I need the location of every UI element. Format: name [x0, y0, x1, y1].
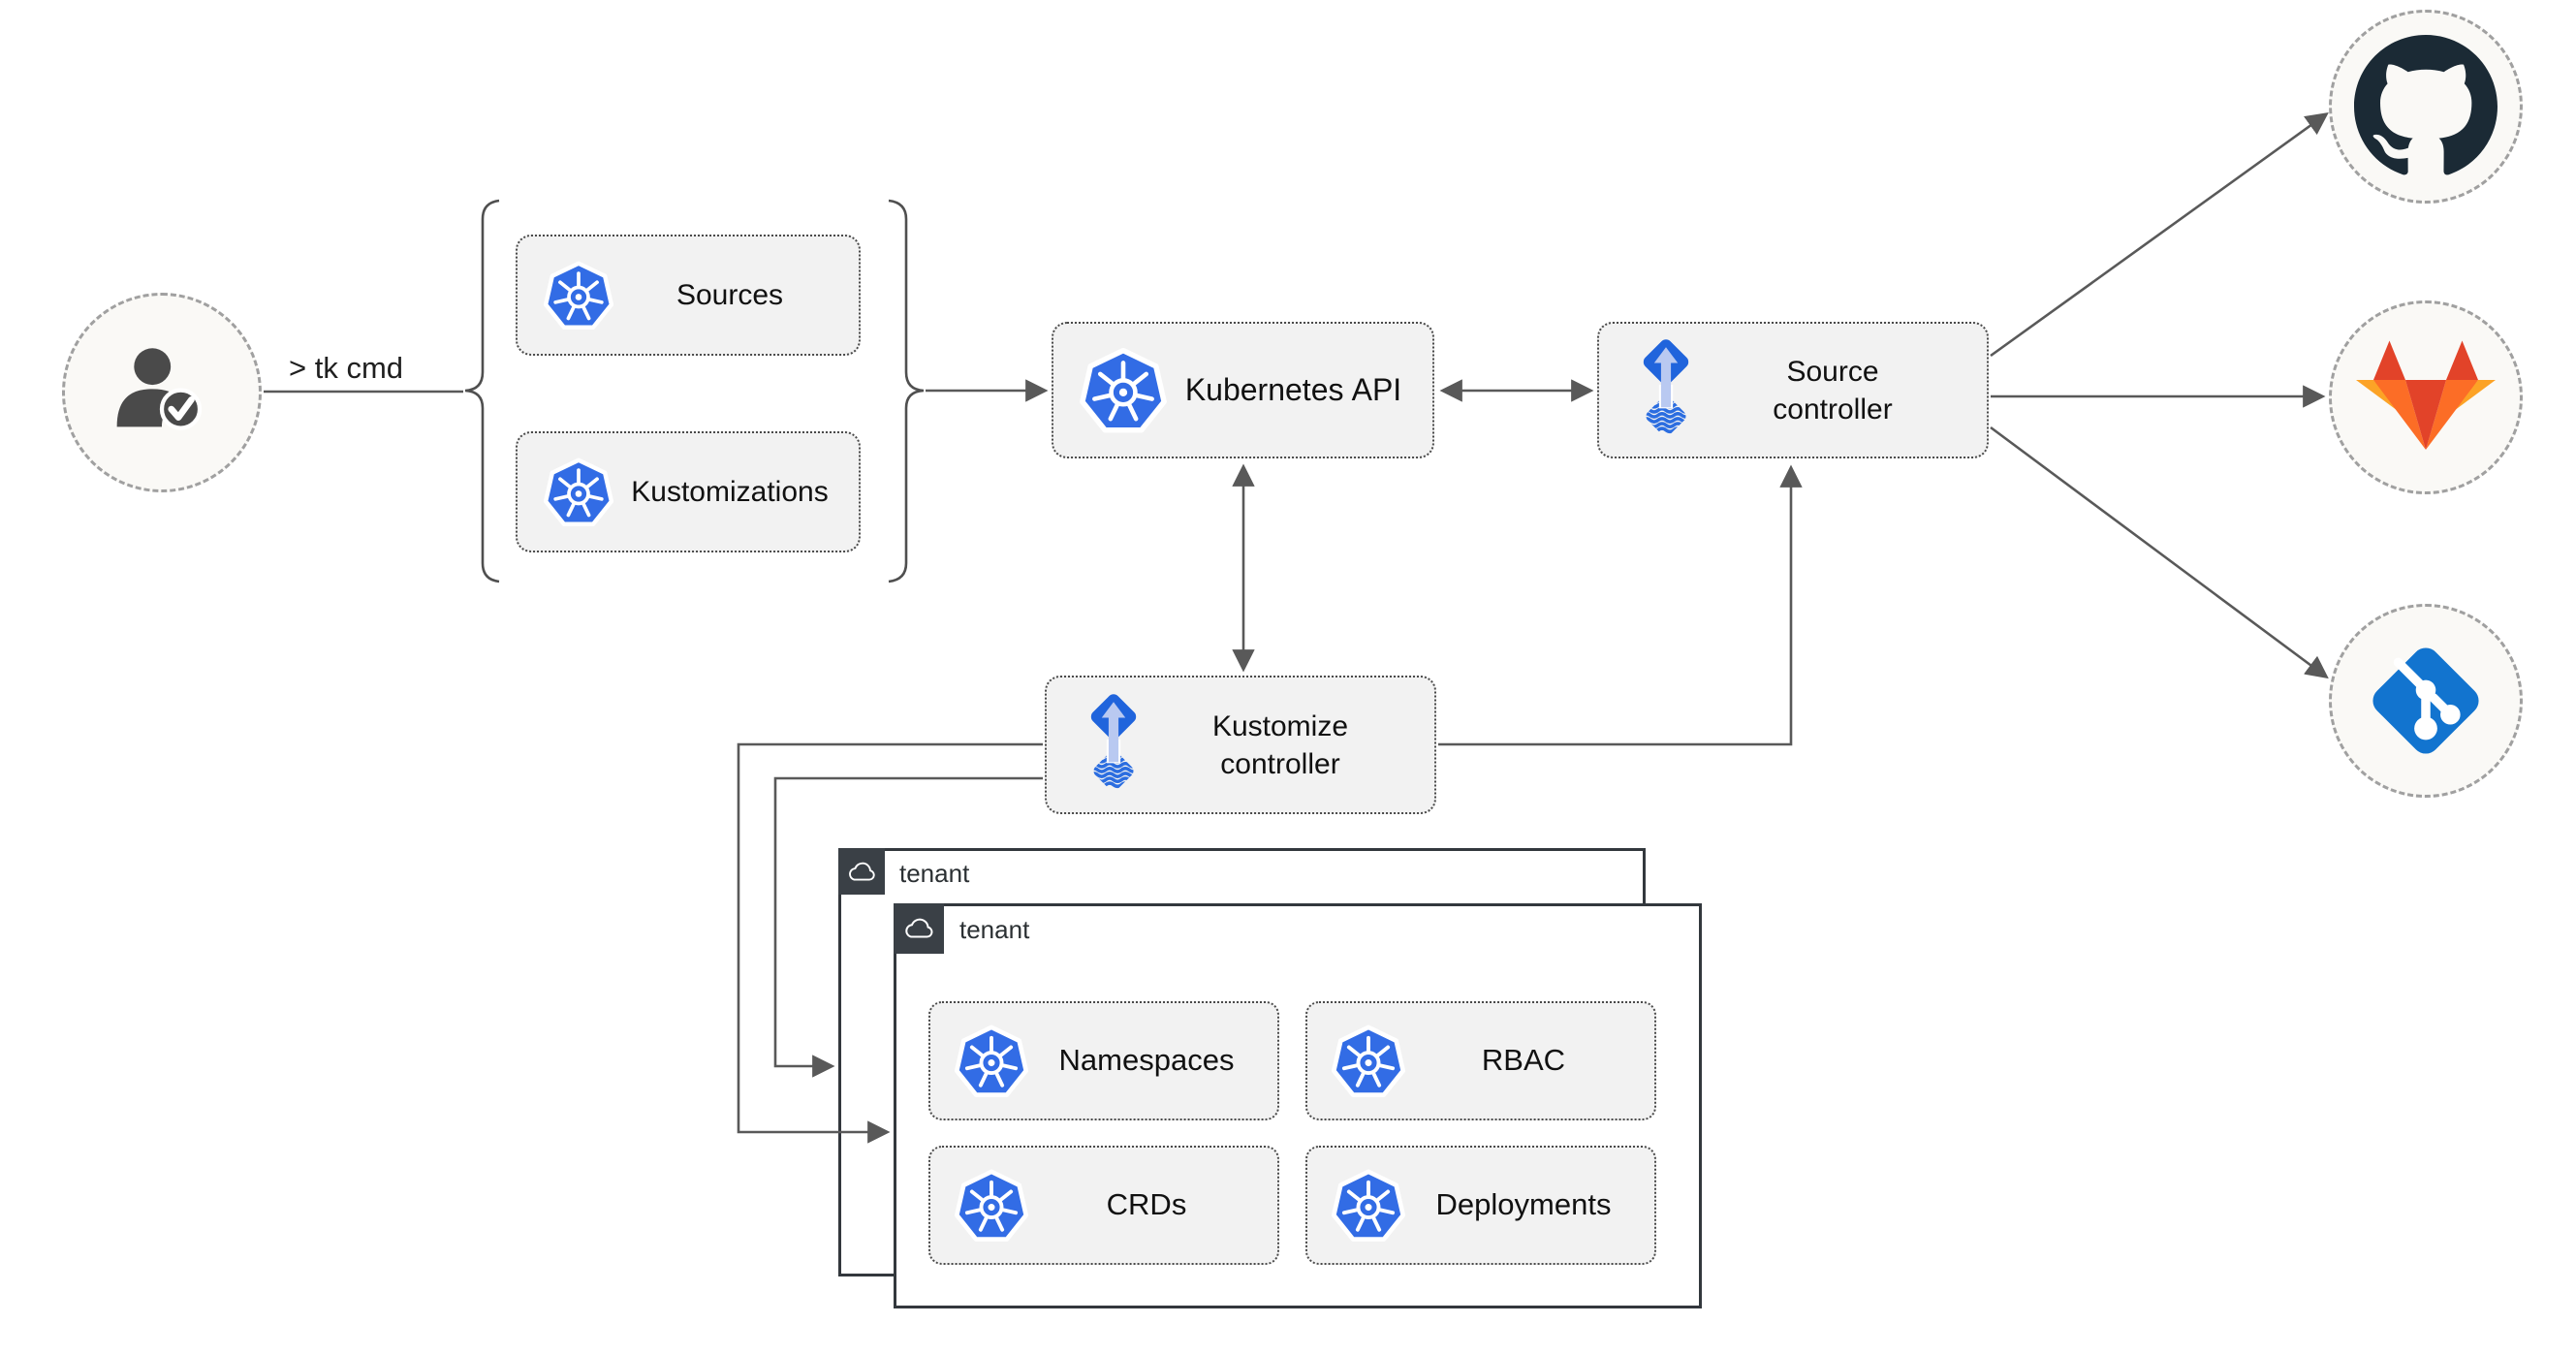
namespaces-node: Namespaces [928, 1001, 1279, 1120]
rbac-label: RBAC [1481, 1043, 1566, 1078]
kubernetes-icon [1331, 1024, 1406, 1099]
gitlab-icon [2353, 339, 2498, 456]
kubernetes-api-node: Kubernetes API [1052, 322, 1434, 458]
kubernetes-icon [543, 457, 614, 528]
git-endpoint-circle [2329, 604, 2523, 798]
edge-kustomize-to-source [1438, 464, 1803, 746]
cloud-icon [901, 916, 936, 941]
source-controller-label: Source controller [1773, 355, 1893, 425]
flux-icon [1624, 335, 1708, 446]
namespaces-label: Namespaces [1058, 1043, 1235, 1078]
deployments-label: Deployments [1435, 1187, 1612, 1222]
kubernetes-icon [1331, 1168, 1406, 1244]
crds-node: CRDs [928, 1146, 1279, 1265]
source-controller-node: Source controller [1597, 322, 1989, 458]
kustomizations-label: Kustomizations [631, 476, 829, 508]
edge-source-to-git [1990, 425, 2329, 679]
kubernetes-icon [1079, 346, 1168, 435]
crds-label: CRDs [1106, 1187, 1187, 1222]
kubernetes-icon [954, 1024, 1029, 1099]
github-endpoint-circle [2329, 10, 2523, 204]
user-check-icon [103, 333, 221, 452]
tenant-front-label: tenant [959, 915, 1030, 944]
tenant-back-label: tenant [899, 859, 970, 888]
sources-label: Sources [675, 279, 784, 311]
edge-source-to-github [1990, 111, 2329, 358]
tenant-back-header [838, 848, 885, 895]
user-actor-circle [62, 293, 262, 492]
kubernetes-api-label: Kubernetes API [1184, 371, 1402, 407]
kustomizations-node: Kustomizations [516, 431, 861, 552]
sources-node: Sources [516, 235, 861, 356]
gitlab-endpoint-circle [2329, 300, 2523, 494]
deployments-node: Deployments [1305, 1146, 1656, 1265]
kubernetes-icon [543, 260, 614, 331]
tenant-front-header [894, 903, 944, 954]
tk-command-label: > tk cmd [289, 351, 404, 385]
rbac-node: RBAC [1305, 1001, 1656, 1120]
git-icon [2352, 627, 2499, 774]
kubernetes-icon [954, 1168, 1029, 1244]
cloud-icon [845, 860, 878, 884]
kustomize-controller-node: Kustomize controller [1045, 676, 1436, 814]
right-curly-bracket [888, 199, 925, 583]
left-curly-bracket [464, 199, 500, 583]
github-icon [2354, 35, 2497, 178]
kustomize-controller-label: Kustomize controller [1211, 709, 1349, 780]
flux-icon [1072, 690, 1155, 801]
